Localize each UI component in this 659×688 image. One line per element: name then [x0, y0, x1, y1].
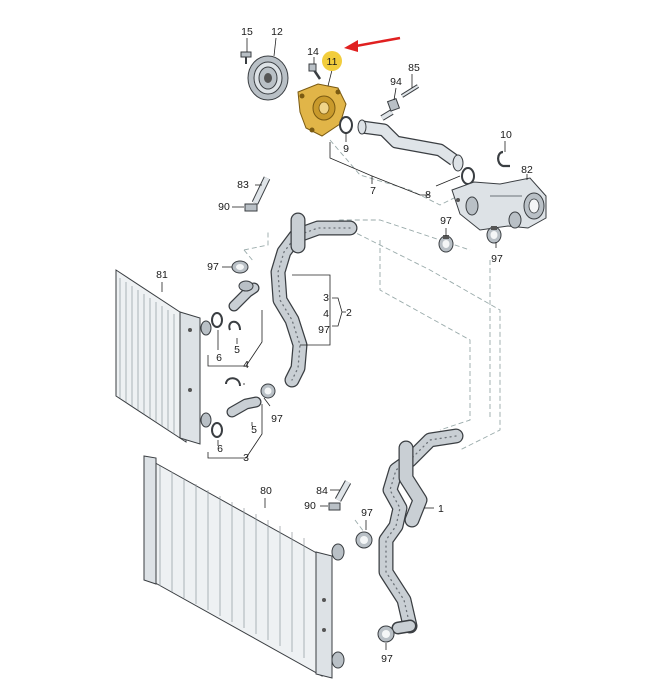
callout-2: 2	[346, 307, 352, 319]
bolt-14	[308, 63, 322, 80]
clamp-97-left-upper	[231, 260, 249, 274]
hose-connector-upper	[228, 280, 260, 312]
bolt-94	[386, 97, 401, 112]
callout-82: 82	[521, 164, 533, 176]
leader-lines	[161, 37, 528, 650]
lower-radiator-hose	[378, 428, 464, 635]
callout-80: 80	[260, 485, 272, 497]
callout-3-lower: 3	[243, 452, 249, 464]
auxiliary-radiator-81	[115, 269, 212, 445]
callout-97-center: 97	[271, 413, 283, 425]
callout-3-upper: 3	[323, 292, 329, 304]
clamp-97-upper-right	[486, 226, 502, 244]
upper-radiator-hose	[270, 212, 358, 388]
callout-97-thermostat-right: 97	[491, 253, 503, 265]
radiator-81-fins	[119, 278, 175, 434]
callout-6-upper: 6	[216, 352, 222, 364]
callout-1: 1	[438, 503, 444, 515]
highlight-badge-11	[322, 51, 342, 71]
callout-8: 8	[425, 189, 431, 201]
clamp-97-upper-left	[438, 235, 454, 253]
callout-85: 85	[408, 62, 420, 74]
callout-97-upper-hose: 97	[318, 324, 330, 336]
callout-97-thermostat-left: 97	[440, 215, 452, 227]
hose-connector-lower	[226, 396, 262, 418]
callout-9: 9	[343, 143, 349, 155]
radiator-80-fins	[159, 466, 305, 658]
clip-5-upper	[228, 320, 241, 331]
thermostat-housing-82	[451, 177, 547, 231]
clip-5-lower	[225, 377, 241, 387]
seal-90-lower	[328, 502, 341, 511]
callout-12: 12	[271, 26, 283, 38]
clamp-97-center-lower	[260, 383, 276, 399]
callout-90-lower: 90	[304, 500, 316, 512]
water-pump-highlighted	[297, 83, 347, 137]
o-ring-9	[339, 116, 353, 134]
callout-14: 14	[307, 46, 319, 58]
callout-90-upper: 90	[218, 201, 230, 213]
callout-84: 84	[316, 485, 328, 497]
main-radiator-80	[143, 455, 345, 679]
callout-94: 94	[390, 76, 402, 88]
vent-tube-83	[251, 176, 271, 205]
callout-4-lower: 4	[243, 359, 249, 371]
clamp-97-lower-bottom	[377, 625, 395, 643]
o-ring-6-upper	[211, 312, 223, 328]
callout-11: 11	[327, 56, 338, 68]
callout-labels: 15 12 14 11 94 85 9 10 82 7 8 83 90 97 9…	[156, 26, 533, 665]
callout-5-lower: 5	[251, 424, 257, 436]
callout-6-lower: 6	[217, 443, 223, 455]
clip-10	[497, 150, 510, 168]
callout-5-upper: 5	[234, 344, 240, 356]
o-ring-6-lower	[211, 422, 223, 438]
bolt-15	[240, 51, 252, 64]
callout-15: 15	[241, 26, 253, 38]
callout-7: 7	[370, 185, 376, 197]
callout-4-upper-hose: 4	[323, 308, 329, 320]
sensor-85	[400, 84, 420, 98]
o-ring-8	[461, 167, 475, 185]
red-arrow-icon	[344, 36, 401, 52]
callout-83: 83	[237, 179, 249, 191]
callout-81: 81	[156, 269, 168, 281]
clamp-97-lower-upper	[355, 531, 373, 549]
vent-tube-84	[334, 480, 352, 502]
coolant-pipe-7	[357, 109, 464, 172]
callout-10: 10	[500, 129, 512, 141]
callout-97-lower-bottom: 97	[381, 653, 393, 665]
pulley-part	[247, 55, 289, 101]
callout-97-lower-upper: 97	[361, 507, 373, 519]
seal-90-upper	[244, 203, 258, 212]
callout-97-left-upper: 97	[207, 261, 219, 273]
